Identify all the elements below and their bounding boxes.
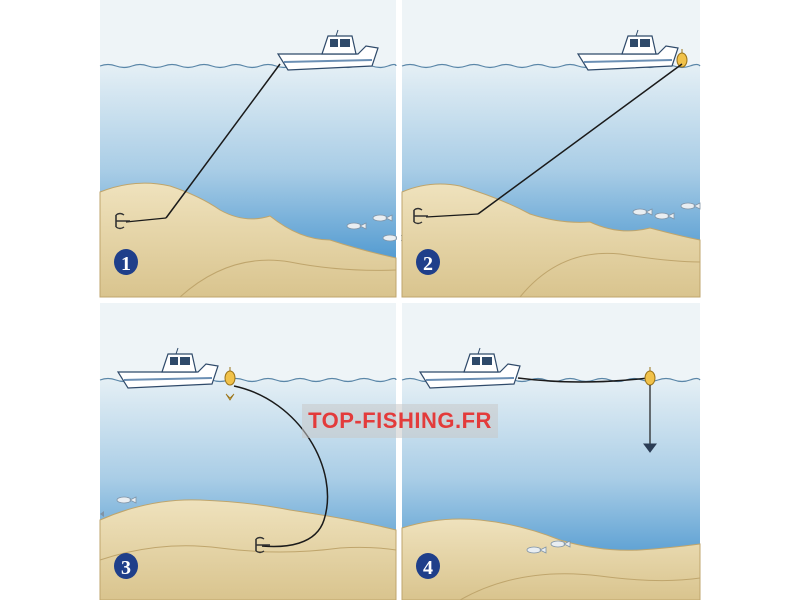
step-number-3: 3: [121, 557, 131, 579]
step-number-1: 1: [121, 253, 131, 275]
watermark: TOP-FISHING.FR: [302, 404, 498, 438]
panel-2: 2: [401, 0, 701, 298]
panel-4: 4: [401, 303, 701, 600]
step-number-2: 2: [423, 253, 433, 275]
step-badge-3: 3: [114, 553, 138, 579]
step-badge-2: 2: [416, 249, 440, 275]
panel-1: 1: [99, 0, 403, 298]
step-number-4: 4: [423, 557, 433, 579]
panel-3: 3: [99, 303, 397, 600]
step-badge-1: 1: [114, 249, 138, 275]
step-badge-4: 4: [416, 553, 440, 579]
